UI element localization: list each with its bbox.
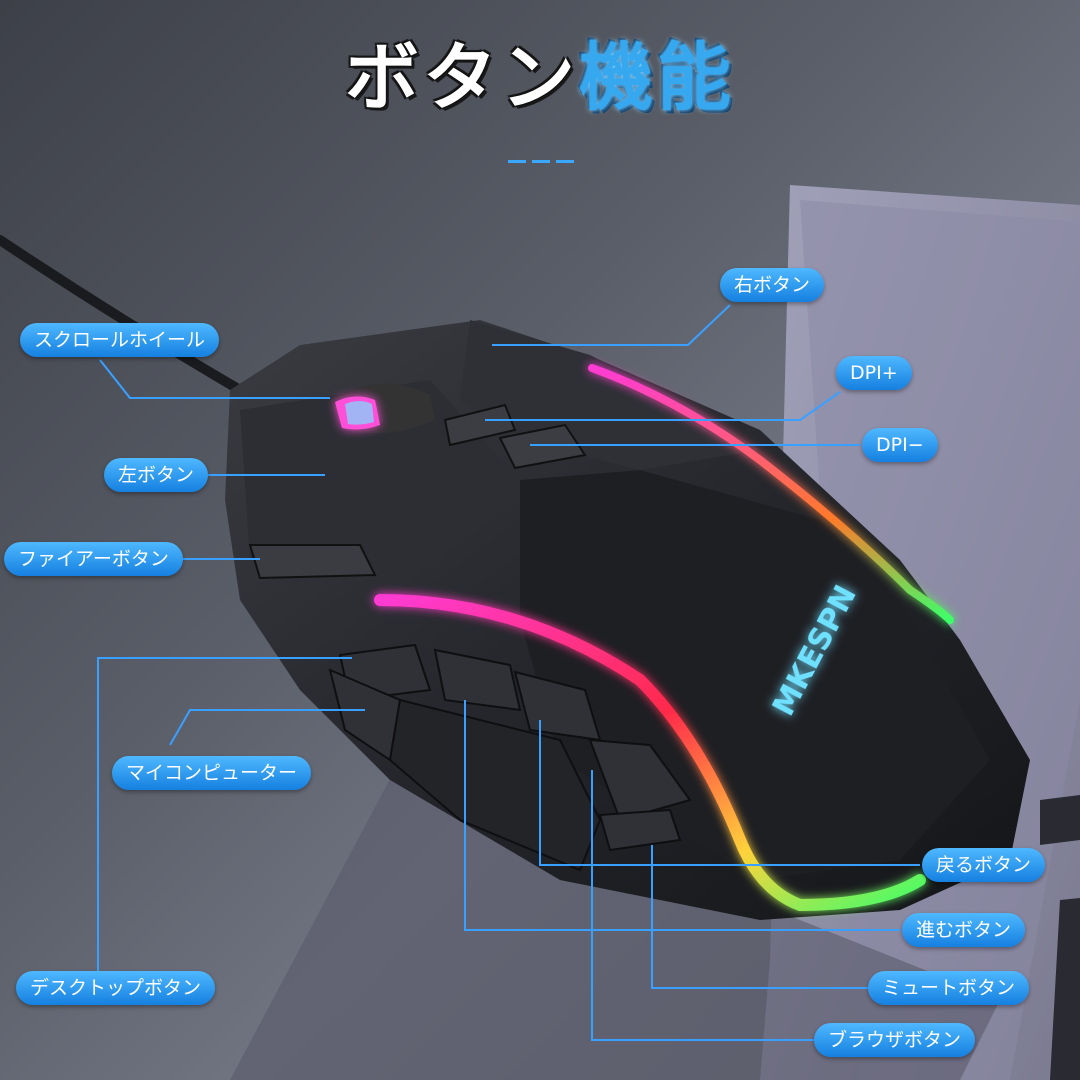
mouse-body: [225, 320, 1030, 920]
mouse-cable: [0, 235, 245, 395]
label-desktop-button: デスクトップボタン: [16, 971, 216, 1005]
label-my-computer: マイコンピューター: [112, 756, 312, 790]
label-left-button: 左ボタン: [104, 458, 209, 492]
fire-button: [248, 544, 377, 580]
leader-lines: [97, 304, 920, 1041]
title-blue-part: 機能: [579, 35, 735, 121]
label-dpi-plus: DPI+: [836, 356, 912, 390]
label-mute-button: ミュートボタン: [868, 971, 1030, 1005]
label-scroll-wheel: スクロールホイール: [20, 323, 220, 357]
dpi-plus-button: [443, 403, 517, 447]
label-dpi-minus: DPI−: [862, 428, 938, 462]
rgb-strip-side: [374, 594, 926, 912]
label-forward-button: 進むボタン: [902, 913, 1026, 947]
label-fire-button: ファイアーボタン: [4, 542, 183, 576]
dpi-minus-button: [498, 423, 587, 470]
label-back-button: 戻るボタン: [922, 848, 1046, 882]
label-right-button: 右ボタン: [720, 268, 825, 302]
rgb-strip-top: [588, 364, 954, 624]
label-browser-button: ブラウザボタン: [814, 1023, 976, 1057]
page-title: ボタン機能: [0, 35, 1080, 121]
scroll-wheel: [330, 383, 435, 434]
title-underline: [508, 160, 574, 163]
title-white-part: ボタン: [345, 35, 579, 121]
side-buttons: [328, 643, 692, 872]
